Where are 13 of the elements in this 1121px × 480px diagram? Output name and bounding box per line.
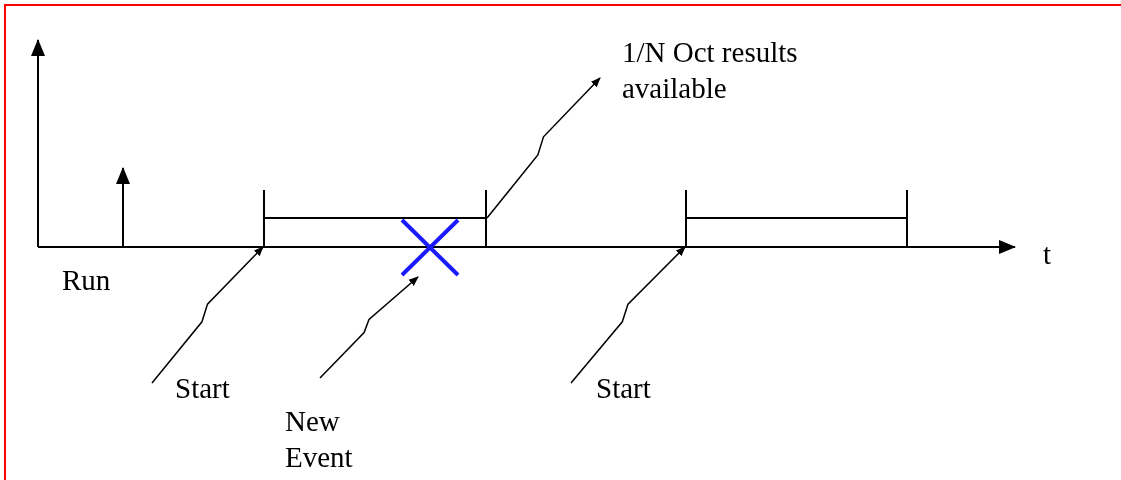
event-label: Start <box>571 370 706 406</box>
lightning-arrow <box>486 77 601 219</box>
event-label: Start <box>150 370 285 406</box>
axis-label: t <box>1043 237 1052 272</box>
lightning-arrow <box>151 246 264 384</box>
lightning-arrow <box>570 246 686 384</box>
cross-mark <box>400 218 460 277</box>
event-label: New Event <box>285 378 395 475</box>
lightning-arrow <box>319 276 419 379</box>
interval-bar <box>263 190 487 247</box>
run-label: Run <box>62 263 111 298</box>
event-label: 1/N Oct results available <box>600 34 882 106</box>
interval-bar <box>685 190 908 247</box>
